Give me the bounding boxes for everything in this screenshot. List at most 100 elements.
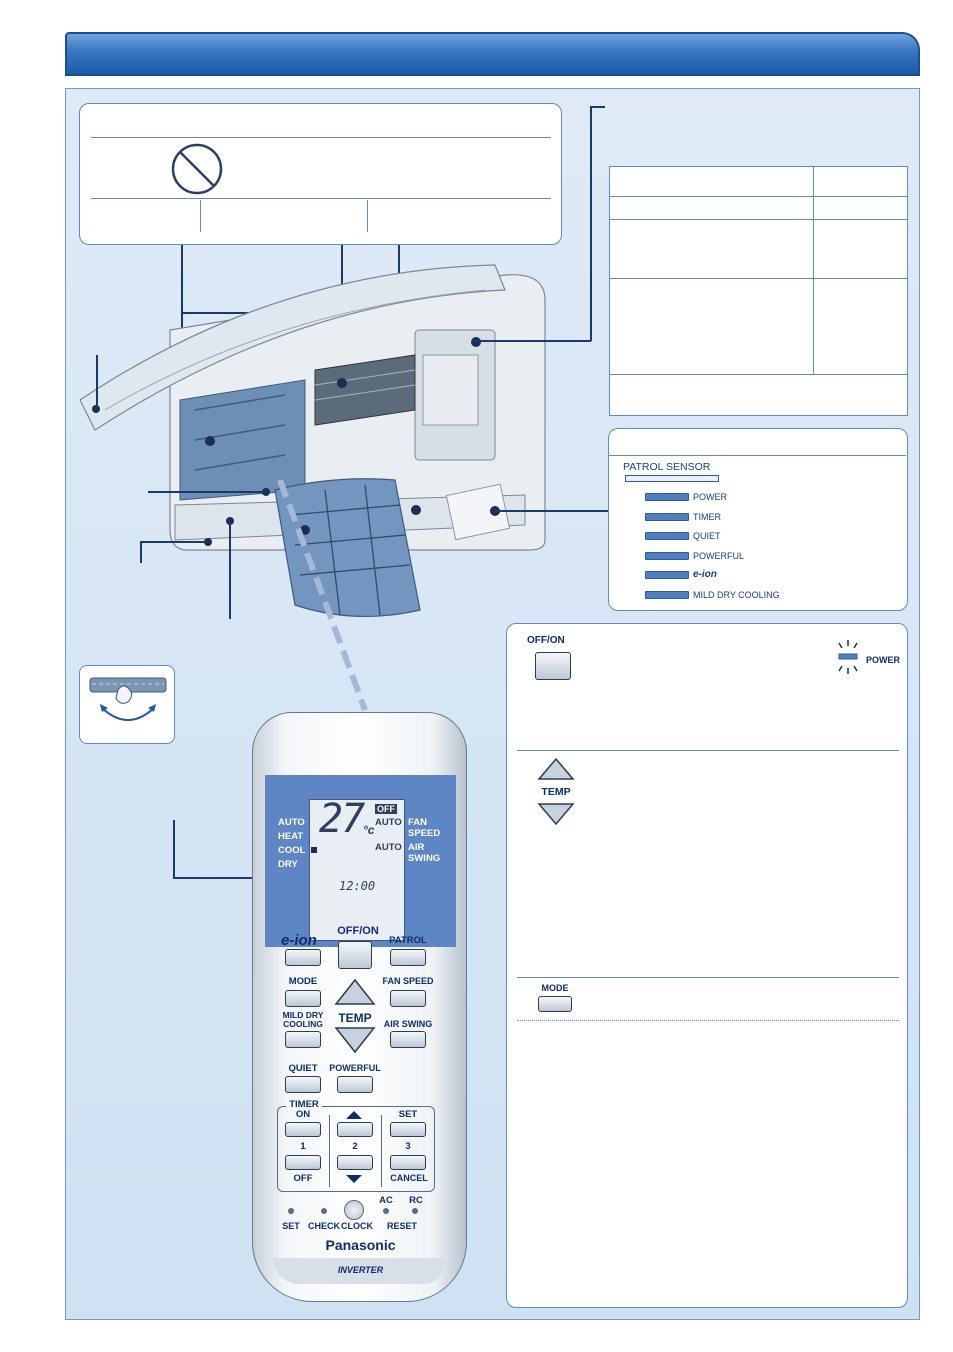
ac-label: AC — [379, 1195, 393, 1206]
lcd-off-label: OFF — [375, 804, 397, 814]
quiet-label: QUIET — [288, 1063, 318, 1074]
instr-temp-label: TEMP — [541, 786, 571, 798]
air-conditioner-illustration — [79, 264, 546, 618]
eion-indicator-label: e-ion — [693, 569, 717, 580]
offon-button[interactable] — [338, 941, 372, 969]
timer-down-button[interactable] — [337, 1155, 373, 1170]
quiet-indicator — [645, 532, 689, 540]
set-pin-button[interactable] — [288, 1208, 294, 1214]
leader-line — [495, 510, 608, 512]
lcd-temperature: 27 — [319, 796, 365, 842]
leader-line — [590, 106, 605, 108]
divider — [91, 137, 551, 138]
timer-off-button[interactable] — [285, 1155, 321, 1170]
divider — [91, 198, 551, 199]
lcd-swing-label: SWING — [408, 853, 441, 864]
mild-dry-label-2: COOLING — [283, 1019, 323, 1029]
leader-line — [475, 340, 591, 342]
table-row-divider — [610, 374, 907, 375]
check-label: CHECK — [307, 1221, 340, 1231]
lcd-fan-auto: AUTO — [375, 817, 402, 828]
timer-cancel-label: CANCEL — [390, 1173, 428, 1183]
table-col-divider — [813, 167, 814, 374]
eion-button[interactable] — [285, 949, 321, 966]
clock-button[interactable] — [344, 1200, 364, 1220]
callout-dot — [337, 378, 347, 388]
set-label: SET — [282, 1221, 300, 1231]
leader-line — [181, 312, 306, 314]
timer-cancel-button[interactable] — [390, 1155, 426, 1170]
timer-up-arrow-icon — [346, 1111, 362, 1119]
mode-label: MODE — [288, 976, 318, 987]
temp-down-button[interactable] — [334, 1026, 376, 1054]
timer-on-button[interactable] — [285, 1122, 321, 1137]
temp-up-button[interactable] — [334, 978, 376, 1006]
air-swing-button[interactable] — [390, 1031, 426, 1048]
lcd-temp-unit: °c — [363, 823, 375, 837]
inverter-logo: INVERTER — [337, 1265, 384, 1275]
powerful-button[interactable] — [337, 1076, 373, 1093]
table-row-divider — [610, 278, 907, 279]
instr-power-label: POWER — [866, 655, 901, 665]
leader-line — [140, 541, 206, 543]
remote-bottom-cap — [273, 1258, 448, 1284]
timer-indicator — [645, 513, 689, 521]
callout-dot — [411, 505, 421, 515]
quiet-button[interactable] — [285, 1076, 321, 1093]
power-blink-icon — [838, 640, 858, 674]
table-row-divider — [610, 196, 907, 197]
lcd-screen — [309, 799, 405, 941]
lcd-mode-dry: DRY — [278, 859, 298, 870]
timer-down-arrow-icon — [346, 1175, 362, 1183]
mode-button[interactable] — [285, 990, 321, 1007]
rc-label: RC — [409, 1195, 423, 1206]
powerful-indicator-label: POWERFUL — [693, 551, 745, 561]
leader-line — [590, 106, 592, 341]
brand-logo: Panasonic — [325, 1237, 396, 1253]
fan-speed-label: FAN SPEED — [382, 976, 434, 986]
timer-3-label: 3 — [405, 1141, 411, 1152]
lcd-mode-heat: HEAT — [278, 831, 304, 842]
timer-set-button[interactable] — [390, 1122, 426, 1137]
reset-label: RESET — [386, 1221, 417, 1231]
table-row-divider — [610, 219, 907, 220]
divider — [517, 750, 899, 751]
timer-divider — [381, 1115, 382, 1187]
timer-group — [277, 1106, 435, 1192]
power-indicator — [645, 493, 689, 501]
eion-label: e-ion — [281, 932, 317, 949]
clock-label: CLOCK — [341, 1221, 373, 1231]
instr-temp-up-icon — [537, 757, 575, 780]
fan-speed-button[interactable] — [390, 990, 426, 1007]
signal-dashed-line — [277, 480, 368, 712]
lcd-clock: 12:00 — [339, 879, 376, 893]
mild-dry-indicator — [645, 591, 689, 599]
timer-set-label: SET — [398, 1109, 418, 1120]
check-pin-button[interactable] — [321, 1208, 327, 1214]
instr-temp-down-icon — [537, 803, 575, 826]
ac-pin-button[interactable] — [383, 1208, 389, 1214]
lcd-mode-auto: AUTO — [278, 817, 305, 828]
rc-pin-button[interactable] — [412, 1208, 418, 1214]
leader-line — [173, 820, 175, 878]
callout-dot — [205, 436, 215, 446]
eion-indicator — [645, 571, 689, 579]
leader-line — [96, 355, 98, 407]
hand-louver-icon — [89, 677, 167, 721]
spec-table — [609, 166, 908, 416]
divider — [367, 200, 368, 232]
callout-dot — [262, 488, 270, 496]
power-indicator-label: POWER — [693, 492, 728, 502]
divider — [200, 200, 201, 232]
lcd-fan-label: FAN — [408, 817, 427, 828]
lcd-mode-marker — [311, 847, 317, 853]
timer-1-label: 1 — [300, 1141, 306, 1152]
temp-label: TEMP — [338, 1011, 372, 1025]
timer-up-button[interactable] — [337, 1122, 373, 1137]
powerful-indicator — [645, 552, 689, 560]
patrol-button[interactable] — [390, 949, 426, 966]
instructions-card: OFF/ON POWER TEMP MODE — [506, 623, 908, 1308]
leader-line — [140, 541, 142, 563]
offon-label: OFF/ON — [337, 925, 379, 937]
mild-dry-cooling-button[interactable] — [285, 1031, 321, 1048]
